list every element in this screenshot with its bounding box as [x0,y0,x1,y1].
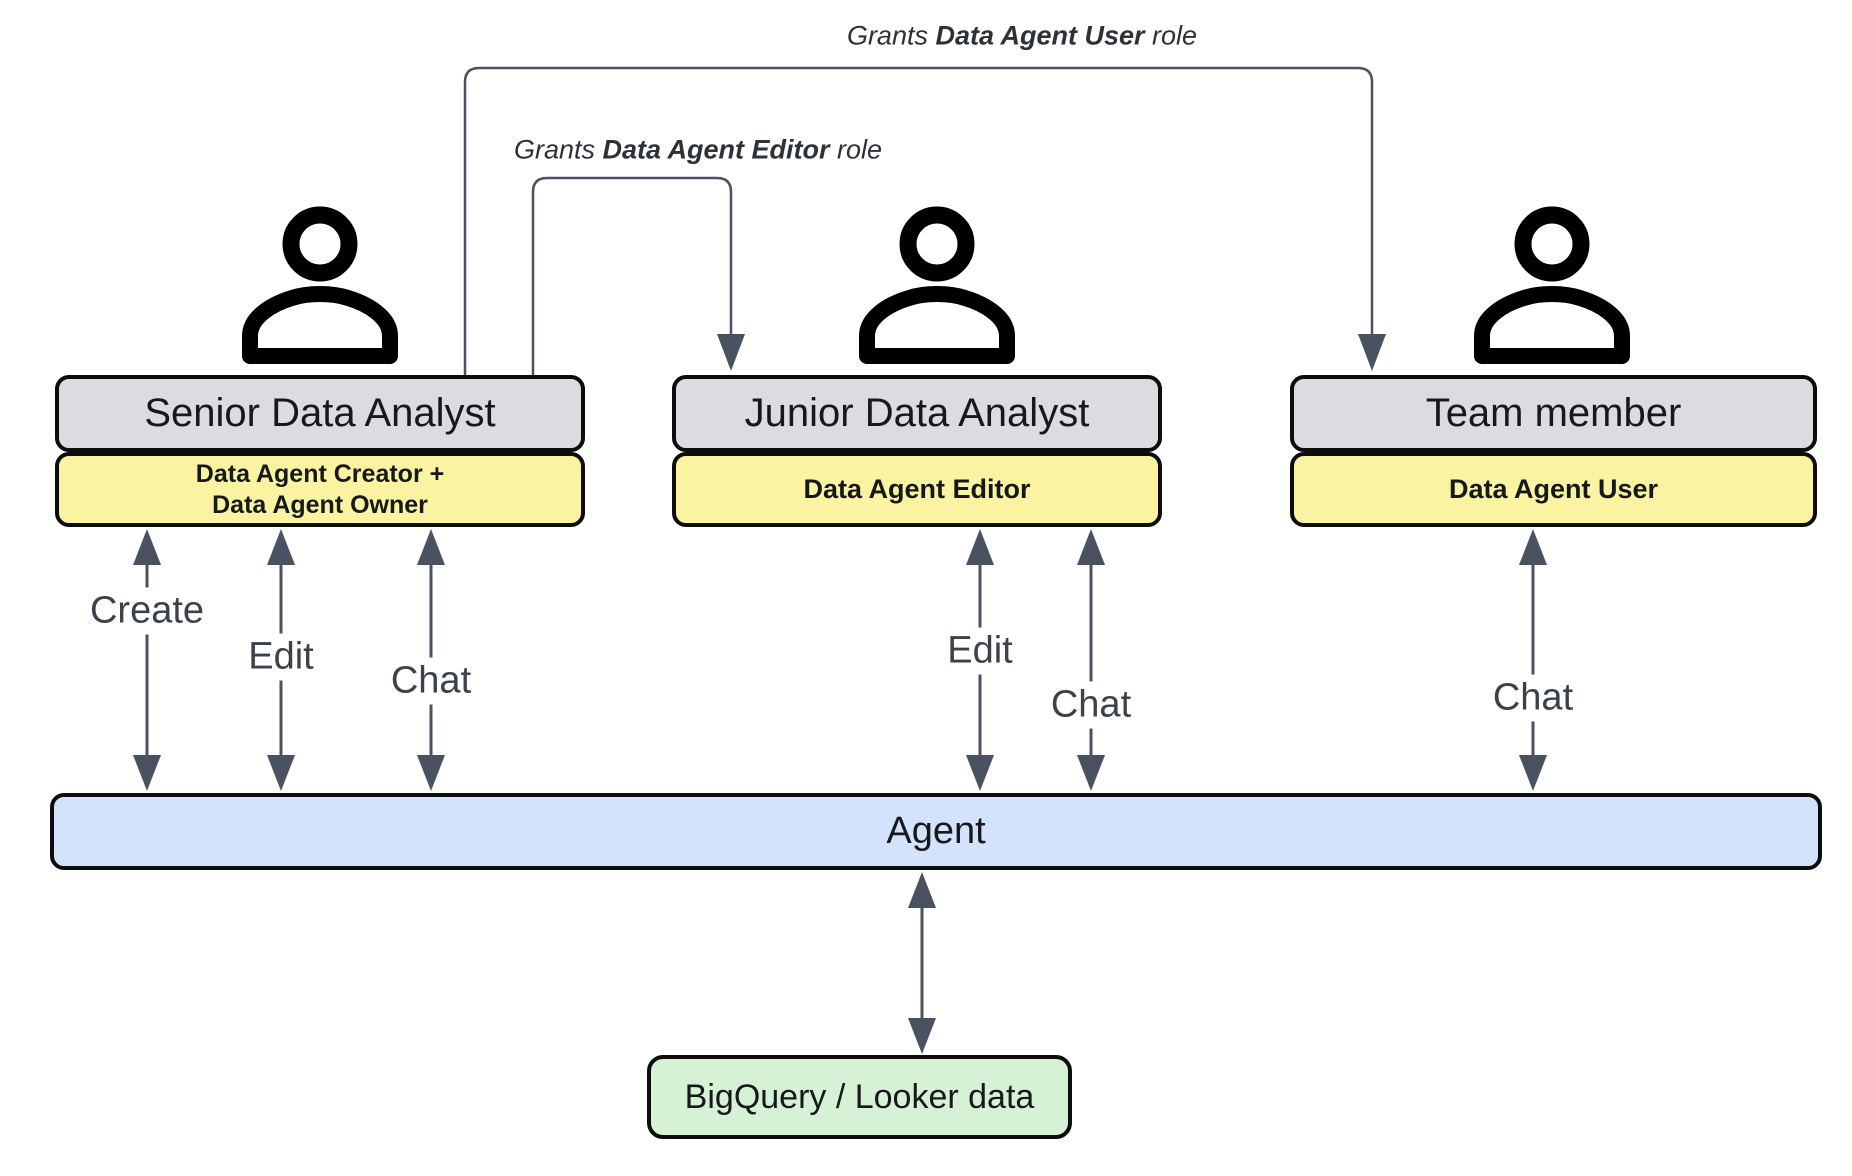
junior-analyst-box: Junior Data Analyst [672,375,1162,452]
junior-analyst-title: Junior Data Analyst [744,391,1090,435]
agent-data-arrow [908,872,936,1054]
team-chat-label: Chat [1484,674,1582,722]
bigquery-looker-box: BigQuery / Looker data [647,1055,1072,1139]
grant-editor-prefix: Grants [513,134,603,165]
senior-analyst-box: Senior Data Analyst [55,375,585,452]
senior-analyst-role-box: Data Agent Creator + Data Agent Owner [55,452,585,527]
team-member-box: Team member [1290,375,1817,452]
grant-user-suffix: role [1144,20,1198,51]
team-member-role-label: Data Agent User [1448,474,1659,505]
grant-user-arrowhead-icon [1358,334,1386,371]
create-arrow [133,529,161,791]
junior-analyst-role-label: Data Agent Editor [803,474,1031,505]
grant-user-connector [463,66,1374,375]
person-icon [859,206,1015,364]
senior-analyst-role-label: Data Agent Creator + Data Agent Owner [196,459,444,520]
senior-role-line-2: Data Agent Owner [212,490,428,519]
grant-user-role: Data Agent User [935,20,1145,51]
team-chat-arrow [1519,529,1547,791]
agent-bar: Agent [50,793,1822,870]
grant-user-prefix: Grants [846,20,936,51]
create-label: Create [81,587,213,635]
grant-editor-connector [531,176,733,375]
bigquery-looker-label: BigQuery / Looker data [684,1077,1035,1116]
agent-label: Agent [886,810,986,852]
team-member-role-box: Data Agent User [1290,452,1817,527]
senior-analyst-title: Senior Data Analyst [144,391,496,435]
grant-editor-suffix: role [829,134,883,165]
grant-editor-role: Data Agent Editor [602,134,830,165]
person-icon [1474,206,1630,364]
team-member-title: Team member [1425,391,1682,435]
senior-chat-label: Chat [382,657,480,705]
senior-edit-label: Edit [240,633,322,681]
grant-user-label: Grants Data Agent User role [842,20,1202,52]
junior-analyst-role-box: Data Agent Editor [672,452,1162,527]
person-icon [242,206,398,364]
grant-editor-arrowhead-icon [717,334,745,371]
grant-editor-label: Grants Data Agent Editor role [509,134,887,166]
junior-chat-arrow [1077,529,1105,791]
senior-role-line-1: Data Agent Creator + [195,460,445,488]
junior-edit-label: Edit [939,627,1021,675]
junior-chat-label: Chat [1042,681,1140,729]
